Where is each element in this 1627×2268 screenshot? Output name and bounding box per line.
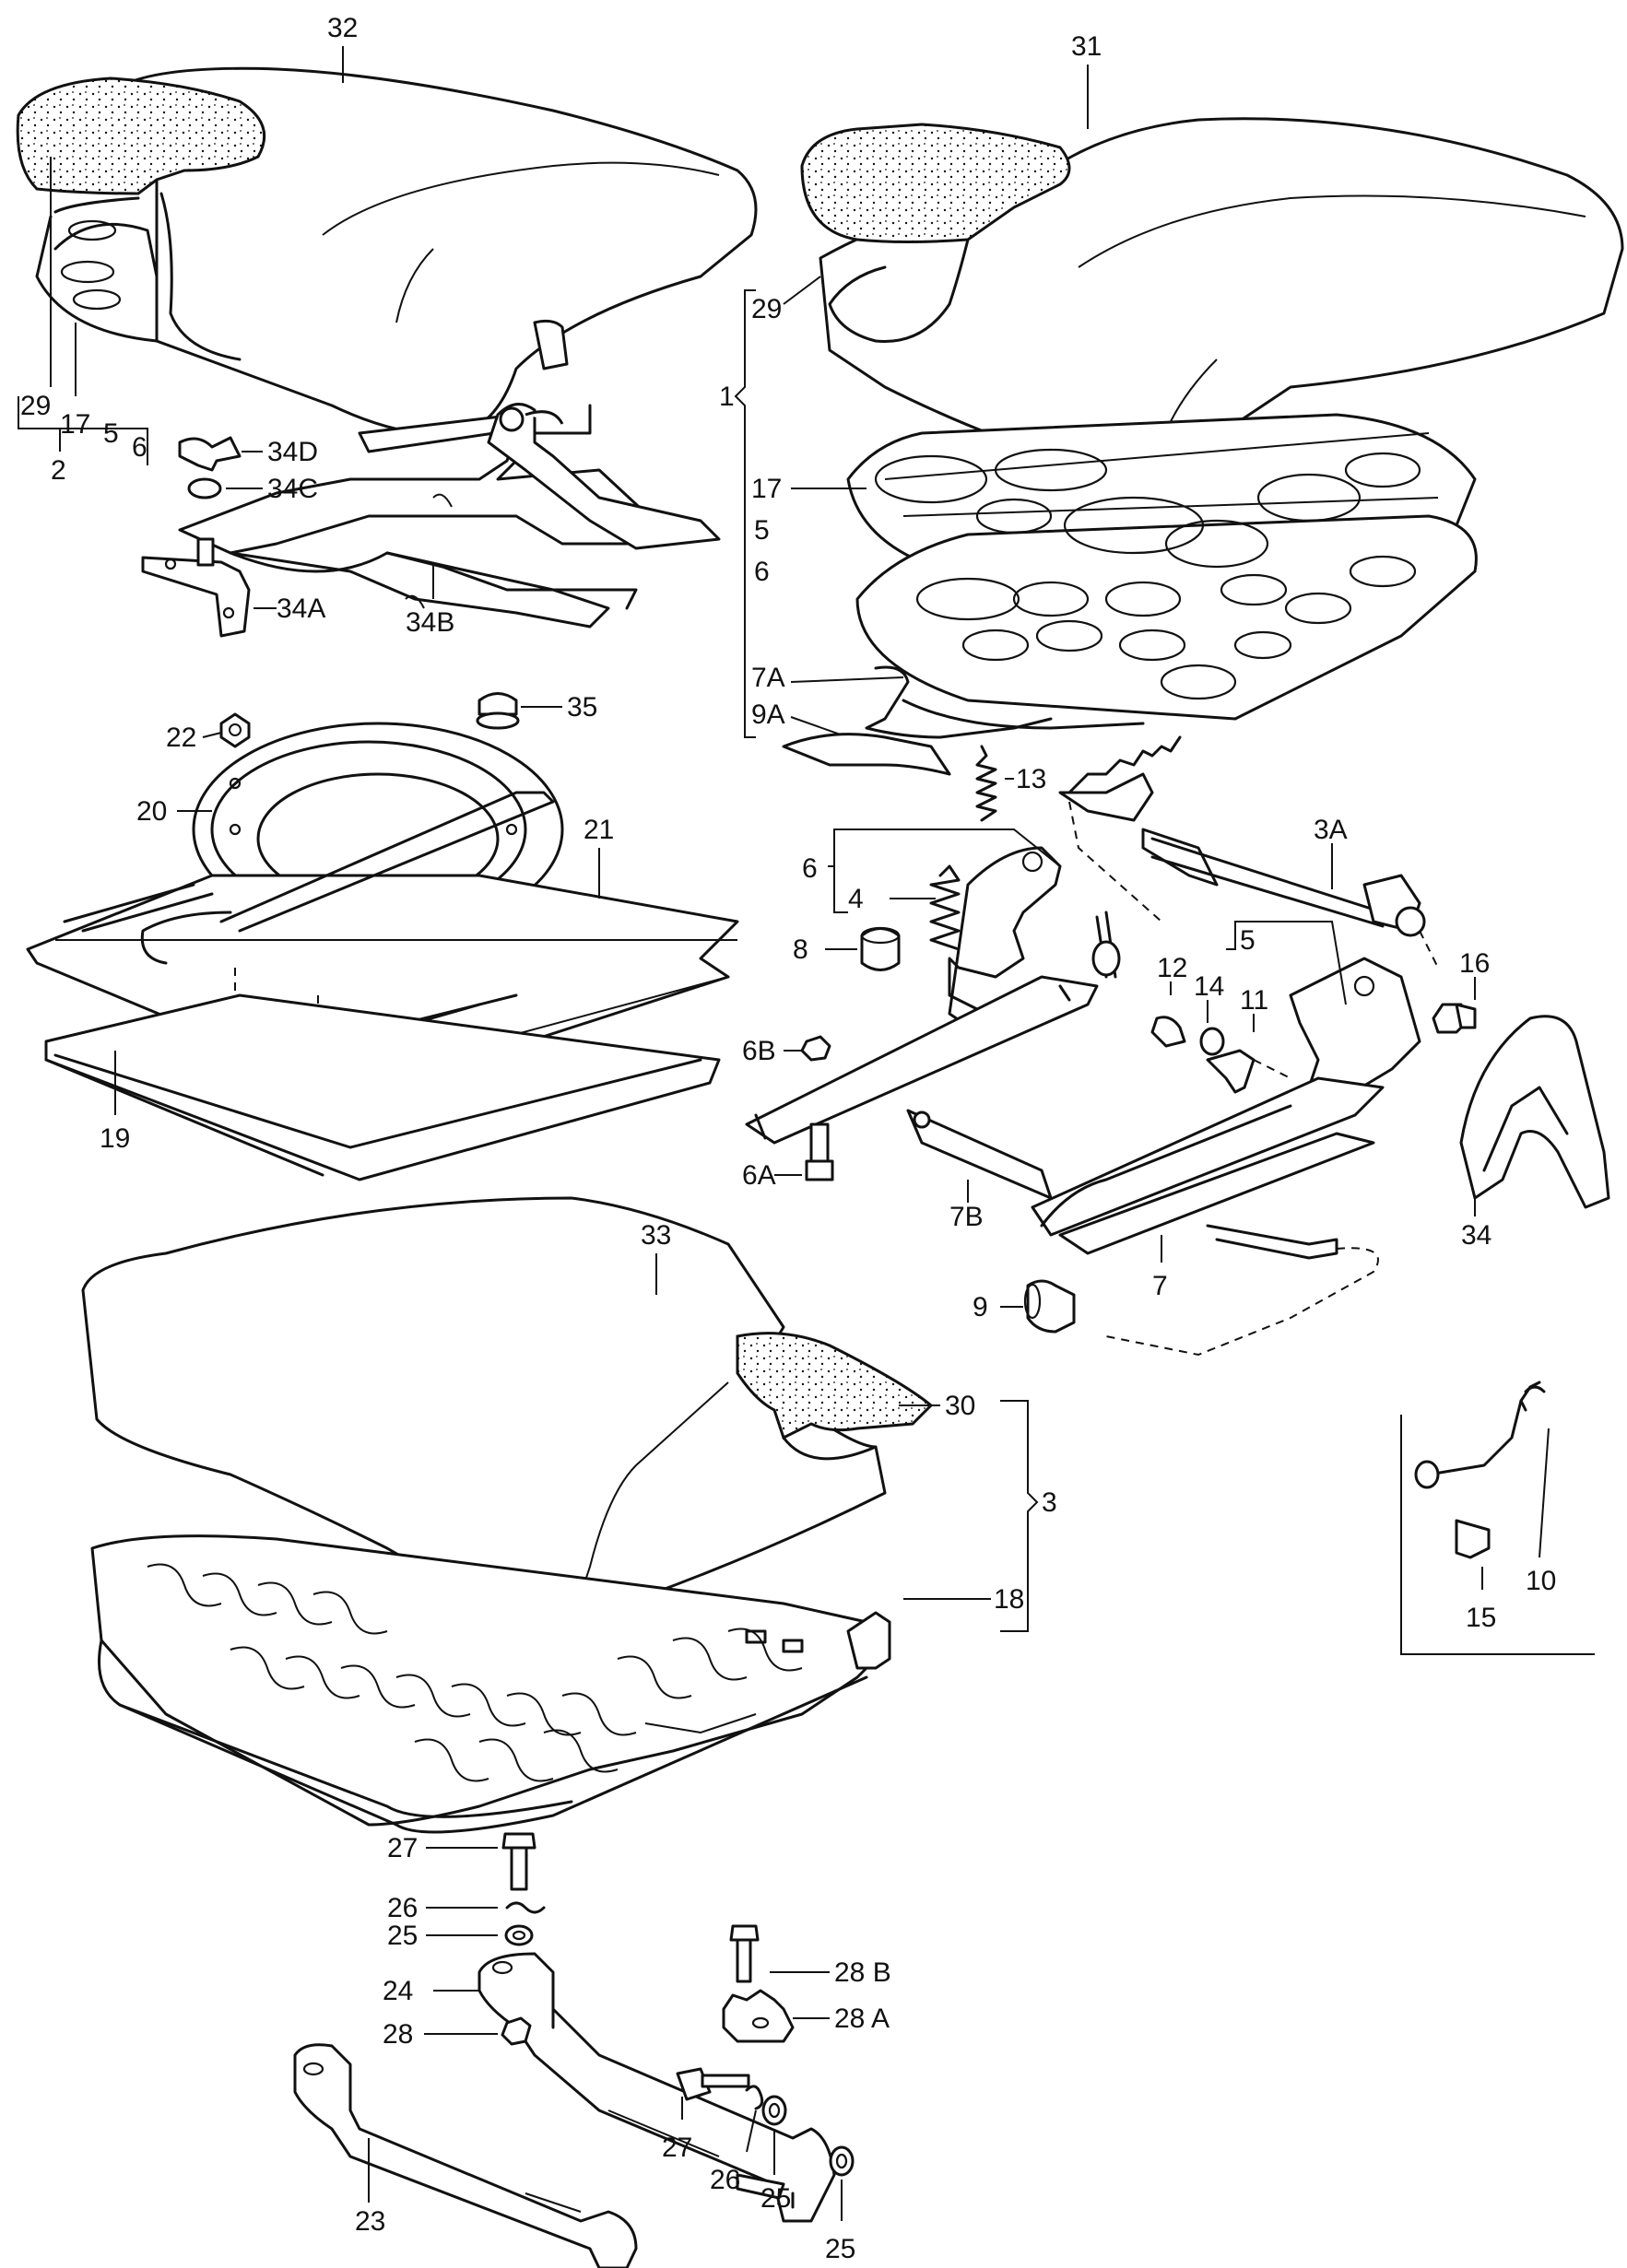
label-26-bottom: 26 <box>710 2165 740 2195</box>
label-29-left: 29 <box>20 391 51 421</box>
label-5-right: 5 <box>754 515 770 546</box>
recline-bracket-4-6: 6 4 8 <box>793 828 1121 1034</box>
spring-13: 13 <box>975 745 1046 822</box>
seat-rails-5-7: 6B 6A 7B 7 5 12 14 11 16 <box>742 921 1490 1357</box>
label-7: 7 <box>1152 1271 1168 1301</box>
label-14: 14 <box>1194 971 1224 1002</box>
seat-cushion-32: 32 29 17 5 6 2 <box>16 13 758 486</box>
label-6-left: 6 <box>132 432 147 463</box>
label-34: 34 <box>1461 1220 1491 1251</box>
label-7B: 7B <box>949 1202 984 1232</box>
knob-9: 9 <box>973 1279 1076 1334</box>
label-9A: 9A <box>751 699 785 730</box>
label-33: 33 <box>641 1220 671 1251</box>
label-9: 9 <box>973 1292 988 1322</box>
label-25-far: 25 <box>825 2234 855 2264</box>
label-6-right: 6 <box>754 557 770 587</box>
label-34C: 34C <box>267 474 318 504</box>
label-27-bottom: 27 <box>662 2133 692 2163</box>
base-rails-23-28: 27 26 25 24 28 28 B 28 A 23 27 <box>293 1832 891 2268</box>
label-25-bottom: 25 <box>760 2183 791 2214</box>
label-8: 8 <box>793 934 808 965</box>
label-31: 31 <box>1071 31 1102 62</box>
label-6-bracket: 6 <box>802 853 818 884</box>
label-23: 23 <box>355 2206 385 2237</box>
label-34D: 34D <box>267 437 318 467</box>
label-17-left: 17 <box>60 409 90 440</box>
swivel-base-20-21: 22 20 21 19 <box>26 712 739 1181</box>
seat-cushion-33: 33 30 <box>81 1196 975 1624</box>
label-16: 16 <box>1459 948 1490 979</box>
seat-frame-17: 29 1 17 5 6 7A 9A <box>719 276 1478 776</box>
adjuster-shaft-3A: 3A <box>1058 735 1439 969</box>
label-30: 30 <box>945 1391 975 1421</box>
label-3: 3 <box>1042 1487 1057 1518</box>
label-4: 4 <box>848 884 864 914</box>
label-20: 20 <box>136 796 167 827</box>
label-25-top: 25 <box>387 1921 418 1951</box>
label-7A: 7A <box>751 663 785 693</box>
label-12: 12 <box>1157 953 1187 983</box>
label-18: 18 <box>994 1584 1024 1615</box>
label-11: 11 <box>1240 985 1268 1016</box>
label-35: 35 <box>567 692 597 723</box>
seat-frame-brackets-34: 34D 34C 34A 34B <box>141 319 721 638</box>
label-34B: 34B <box>406 607 454 638</box>
label-3A: 3A <box>1314 815 1348 845</box>
label-17-right: 17 <box>751 474 782 504</box>
label-28B: 28 B <box>834 1957 891 1988</box>
side-cover-34: 34 <box>1459 1015 1610 1251</box>
label-21: 21 <box>584 815 614 845</box>
label-19: 19 <box>100 1123 130 1154</box>
label-5-left: 5 <box>103 418 119 449</box>
label-29-right: 29 <box>751 294 782 324</box>
label-32: 32 <box>327 13 358 43</box>
label-22: 22 <box>166 723 196 753</box>
bump-stop-35: 35 <box>476 692 597 730</box>
label-28A: 28 A <box>834 2004 890 2034</box>
label-24: 24 <box>383 1976 413 2006</box>
label-6B: 6B <box>742 1036 776 1066</box>
label-2: 2 <box>51 455 66 486</box>
label-1: 1 <box>719 382 735 412</box>
label-10: 10 <box>1526 1566 1556 1596</box>
inset-parts-10-15: 10 15 <box>1400 1381 1595 1655</box>
label-13: 13 <box>1016 764 1046 794</box>
label-6A: 6A <box>742 1160 776 1191</box>
seat-cushion-31: 31 <box>800 31 1624 481</box>
label-28: 28 <box>383 2019 413 2050</box>
seat-frame-18: 18 3 <box>90 1400 1057 1834</box>
label-5-bracket: 5 <box>1240 925 1256 956</box>
label-27-top: 27 <box>387 1833 418 1863</box>
label-26-top: 26 <box>387 1893 418 1923</box>
label-34A: 34A <box>277 593 325 624</box>
label-15: 15 <box>1466 1603 1496 1633</box>
